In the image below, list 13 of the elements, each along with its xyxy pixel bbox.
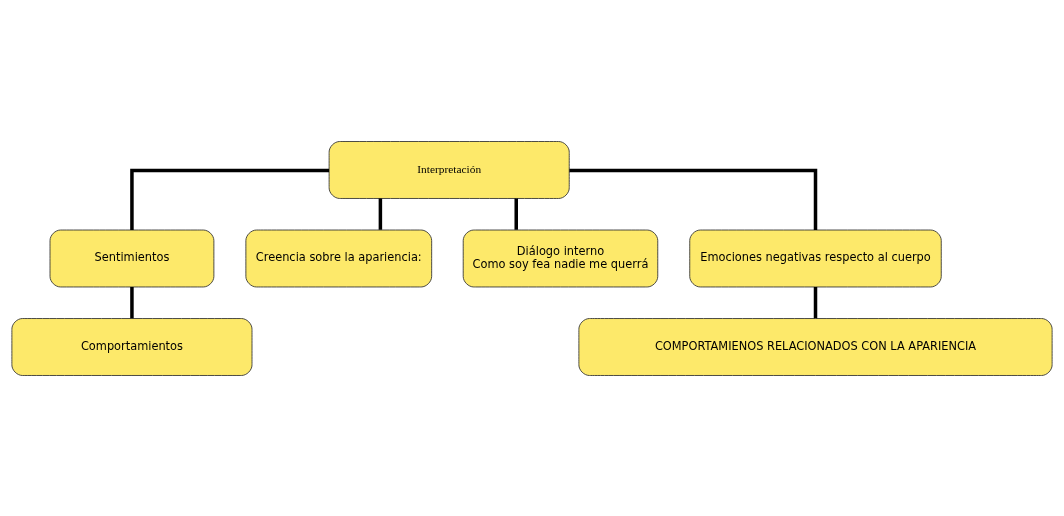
node-box: Creencia sobre la apariencia: <box>245 229 433 287</box>
connector <box>813 286 818 318</box>
node-box: COMPORTAMIENOS RELACIONADOS CON LA APARIENCIA <box>578 317 1053 376</box>
node-box: Comportamientos <box>11 317 253 376</box>
node-box: Emociones negativas respecto al cuerpo <box>689 229 942 287</box>
connector <box>130 168 330 230</box>
connector <box>569 168 818 230</box>
connector <box>514 198 518 230</box>
node-box: Interpretación <box>328 140 570 199</box>
node-box: Sentimientos <box>49 229 215 287</box>
node-box: Diálogo interno Como soy fea nadie me querrá <box>462 229 659 287</box>
connector <box>130 286 134 318</box>
connector <box>378 198 383 230</box>
